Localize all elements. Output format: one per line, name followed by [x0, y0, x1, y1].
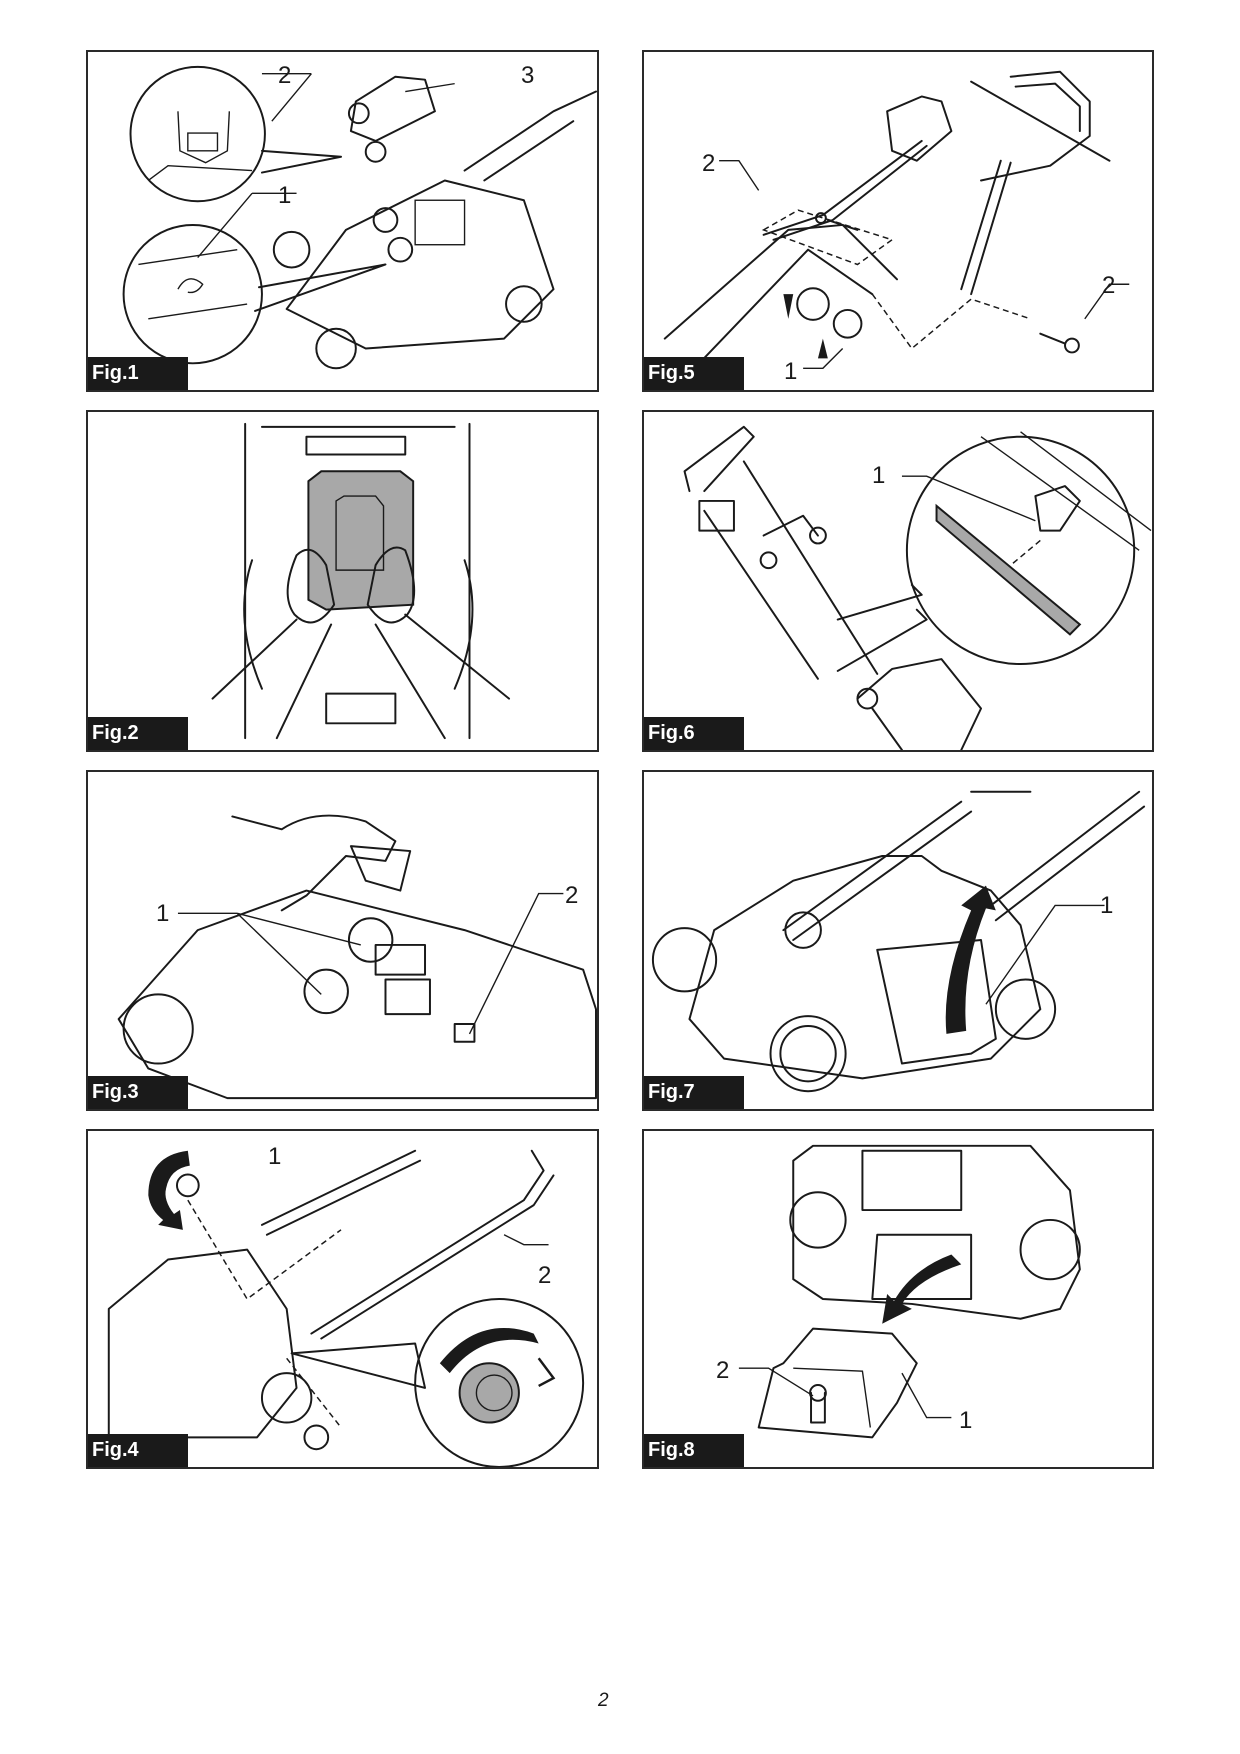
fig2-label: Fig.2: [88, 717, 188, 750]
fig7-handles: [782, 790, 1146, 941]
fig5-illustration: [663, 70, 1130, 370]
figure-5: 2 1 2 Fig.5: [642, 50, 1154, 392]
fig4-label: Fig.4: [88, 1434, 188, 1467]
figure-2: Fig.2: [86, 410, 599, 752]
figure-3: 1 2 Fig.3: [86, 770, 599, 1111]
page-number: 2: [598, 1690, 609, 1711]
fig5-label: Fig.5: [644, 357, 744, 390]
fig6-detail-circle: [905, 435, 1136, 666]
fig3-callout-2: 2: [565, 882, 579, 909]
fig4-callout-1: 1: [268, 1143, 282, 1170]
fig7-callout-1: 1: [1100, 892, 1114, 919]
fig3-hand: [231, 814, 397, 912]
fig8-plug-handle: [809, 1383, 827, 1402]
fig2-left-hand: [286, 548, 336, 624]
fig1-detail-circle-bottom: [122, 223, 263, 365]
fig8-illustration: [738, 1144, 1081, 1439]
fig8-mower-body: [792, 1144, 1081, 1320]
fig1-mower-body: [285, 179, 555, 350]
fig6-illustration: [683, 425, 1152, 750]
fig8-callout-2: 2: [716, 1357, 730, 1384]
fig5-callout-2-right: 2: [1102, 272, 1116, 299]
fig7-arrow: [945, 885, 996, 1034]
fig1-detail-circle-top: [129, 65, 266, 203]
fig1-callout-2: 2: [278, 62, 292, 89]
fig4-illustration: [107, 1149, 585, 1467]
fig6-handle: [683, 425, 879, 680]
fig6-clip: [1034, 485, 1081, 532]
fig4-mower-body: [107, 1248, 298, 1439]
fig3-callout-1: 1: [156, 900, 170, 927]
fig7-mower-body: [688, 855, 1042, 1080]
fig4-knob: [175, 1173, 200, 1198]
fig3-illustration: [117, 814, 597, 1100]
fig6-label: Fig.6: [644, 717, 744, 750]
fig4-handle: [260, 1149, 555, 1340]
fig8-label: Fig.8: [644, 1434, 744, 1467]
figure-1: 2 3 1 Fig.1: [86, 50, 599, 392]
fig2-illustration: [211, 422, 511, 740]
fig7-illustration: [651, 790, 1146, 1093]
fig3-cover: [349, 845, 412, 892]
figure-6: 1 Fig.6: [642, 410, 1154, 752]
figure-7: 1 Fig.7: [642, 770, 1154, 1111]
fig8-callout-1: 1: [959, 1407, 973, 1434]
fig5-knob-a: [796, 287, 830, 321]
fig2-battery: [307, 470, 415, 611]
fig8-arrow: [882, 1254, 962, 1324]
figure-8: 2 1 Fig.8: [642, 1129, 1154, 1469]
fig1-illustration: [122, 65, 597, 370]
fig5-callout-1: 1: [784, 358, 798, 385]
fig4-detail-circle: [414, 1298, 585, 1467]
fig4-rotate-arrow: [148, 1150, 190, 1230]
fig1-callout-1: 1: [278, 182, 292, 209]
fig5-callout-2-top: 2: [702, 150, 716, 177]
fig5-knob-b: [832, 308, 863, 339]
fig5-switch-box: [886, 95, 953, 162]
fig1-callout-3: 3: [521, 62, 535, 89]
figure-4: 1 2 Fig.4: [86, 1129, 599, 1469]
fig5-handle-top: [980, 70, 1091, 182]
fig3-label: Fig.3: [88, 1076, 188, 1109]
fig1-label: Fig.1: [88, 357, 188, 390]
fig7-label: Fig.7: [644, 1076, 744, 1109]
fig2-right-hand: [366, 546, 416, 624]
fig1-cover: [349, 75, 436, 142]
fig4-callout-2: 2: [538, 1262, 552, 1289]
fig6-callout-1: 1: [872, 462, 886, 489]
fig7-flap: [876, 939, 997, 1065]
fig4-knob-detail: [458, 1362, 520, 1424]
fig8-plug: [757, 1327, 918, 1439]
